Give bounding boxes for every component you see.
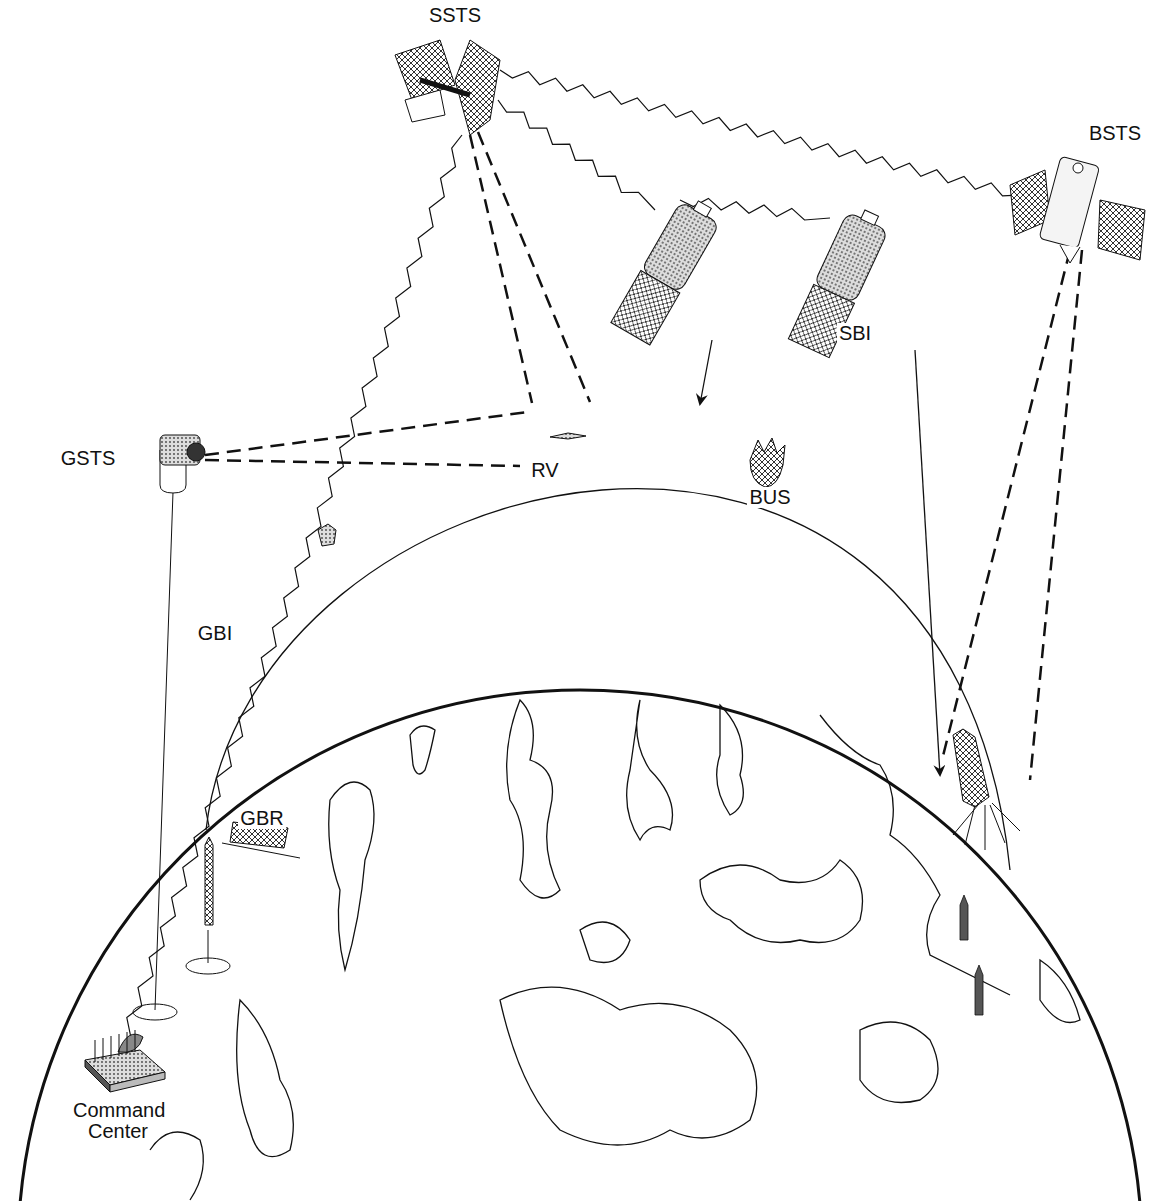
- satellite-label: BSTS: [1087, 123, 1143, 144]
- comm-link: [500, 70, 1020, 196]
- sbi-interceptors: [611, 193, 892, 357]
- sensor-lines: [205, 132, 1082, 780]
- sensor-label: GSTS: [59, 448, 117, 469]
- targets: [318, 433, 1020, 850]
- ssts-satellite: [395, 40, 500, 135]
- gsts-sensor: [160, 435, 205, 493]
- target-label: BUS: [747, 487, 792, 508]
- satellite-label: SSTS: [427, 5, 483, 26]
- ground-markers: [133, 492, 230, 1020]
- earth: [18, 690, 1142, 1201]
- radar-label: GBR: [238, 808, 285, 829]
- target-label: RV: [529, 460, 560, 481]
- intercept-arrows: [700, 340, 940, 775]
- comm-link: [120, 135, 462, 1050]
- gbi-launcher: [205, 837, 213, 925]
- interceptor-label: GBI: [196, 623, 234, 644]
- site-label: Command Center: [71, 1100, 165, 1142]
- ground-missiles: [960, 895, 983, 1015]
- comm-links: [120, 70, 1020, 1050]
- comm-link: [498, 100, 655, 210]
- interceptor-label: SBI: [837, 323, 873, 344]
- trajectory: [206, 489, 1010, 870]
- bsts-satellite: [1010, 156, 1145, 263]
- command-center: [85, 1030, 165, 1092]
